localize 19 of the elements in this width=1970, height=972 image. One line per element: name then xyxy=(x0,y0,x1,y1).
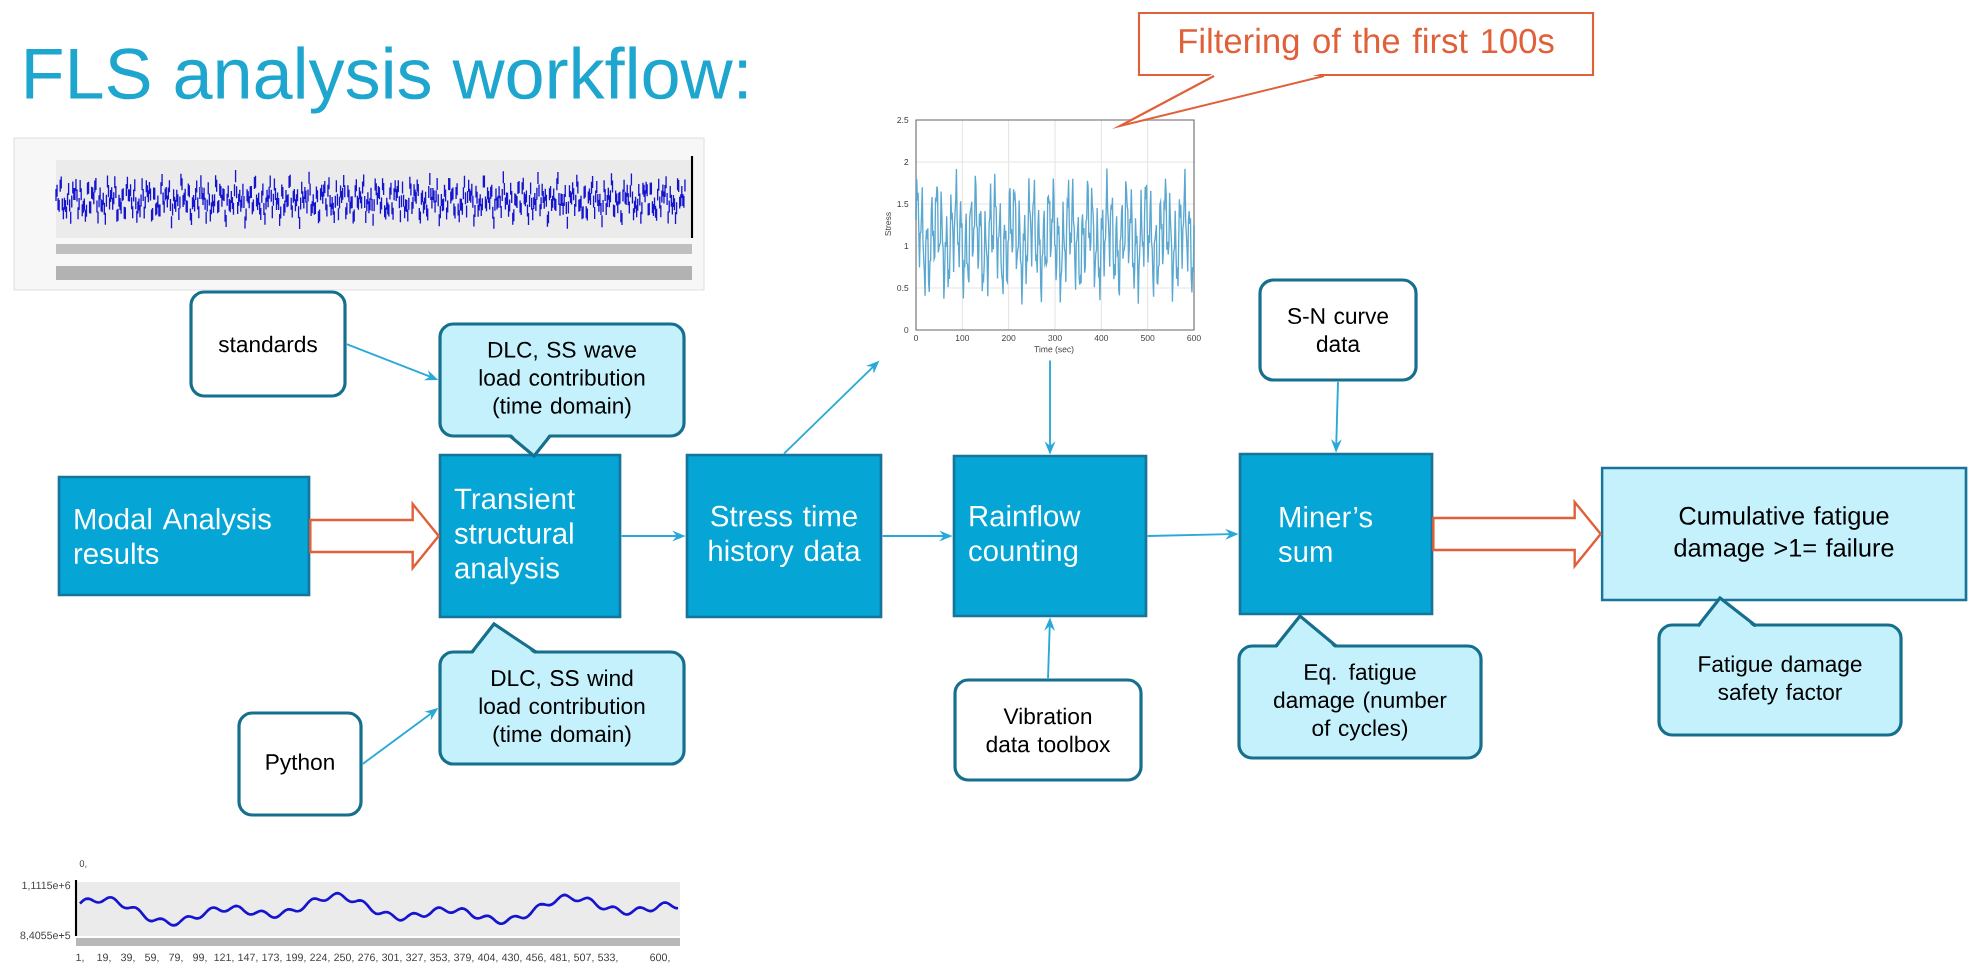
process-box: Rainflow counting xyxy=(952,454,1148,618)
callout: DLC, SS wave load contribution (time domain) xyxy=(438,322,686,459)
block-arrow xyxy=(1432,498,1603,570)
block-arrow xyxy=(309,500,441,572)
input-box: Vibration data toolbox xyxy=(953,678,1143,782)
process-box: Miner’s sum xyxy=(1238,452,1434,616)
process-box: Stress time history data xyxy=(685,453,883,619)
process-box: Transient structural analysis xyxy=(438,453,622,619)
callout: Filtering of the first 100s xyxy=(1112,11,1595,130)
input-box: Python xyxy=(237,711,363,817)
stress-plot-drawing xyxy=(915,119,1195,331)
result-box: Cumulative fatigue damage >1= failure xyxy=(1600,466,1968,602)
process-box: Modal Analysis results xyxy=(57,475,311,597)
title: FLS analysis workflow: xyxy=(26,46,747,114)
input-box: standards xyxy=(189,290,347,398)
callout: Eq. fatigue damage (number of cycles) xyxy=(1237,613,1483,760)
callout: DLC, SS wind load contribution (time domain) xyxy=(438,621,686,766)
callout: Fatigue damage safety factor xyxy=(1657,595,1903,737)
input-box: S-N curve data xyxy=(1258,278,1418,382)
